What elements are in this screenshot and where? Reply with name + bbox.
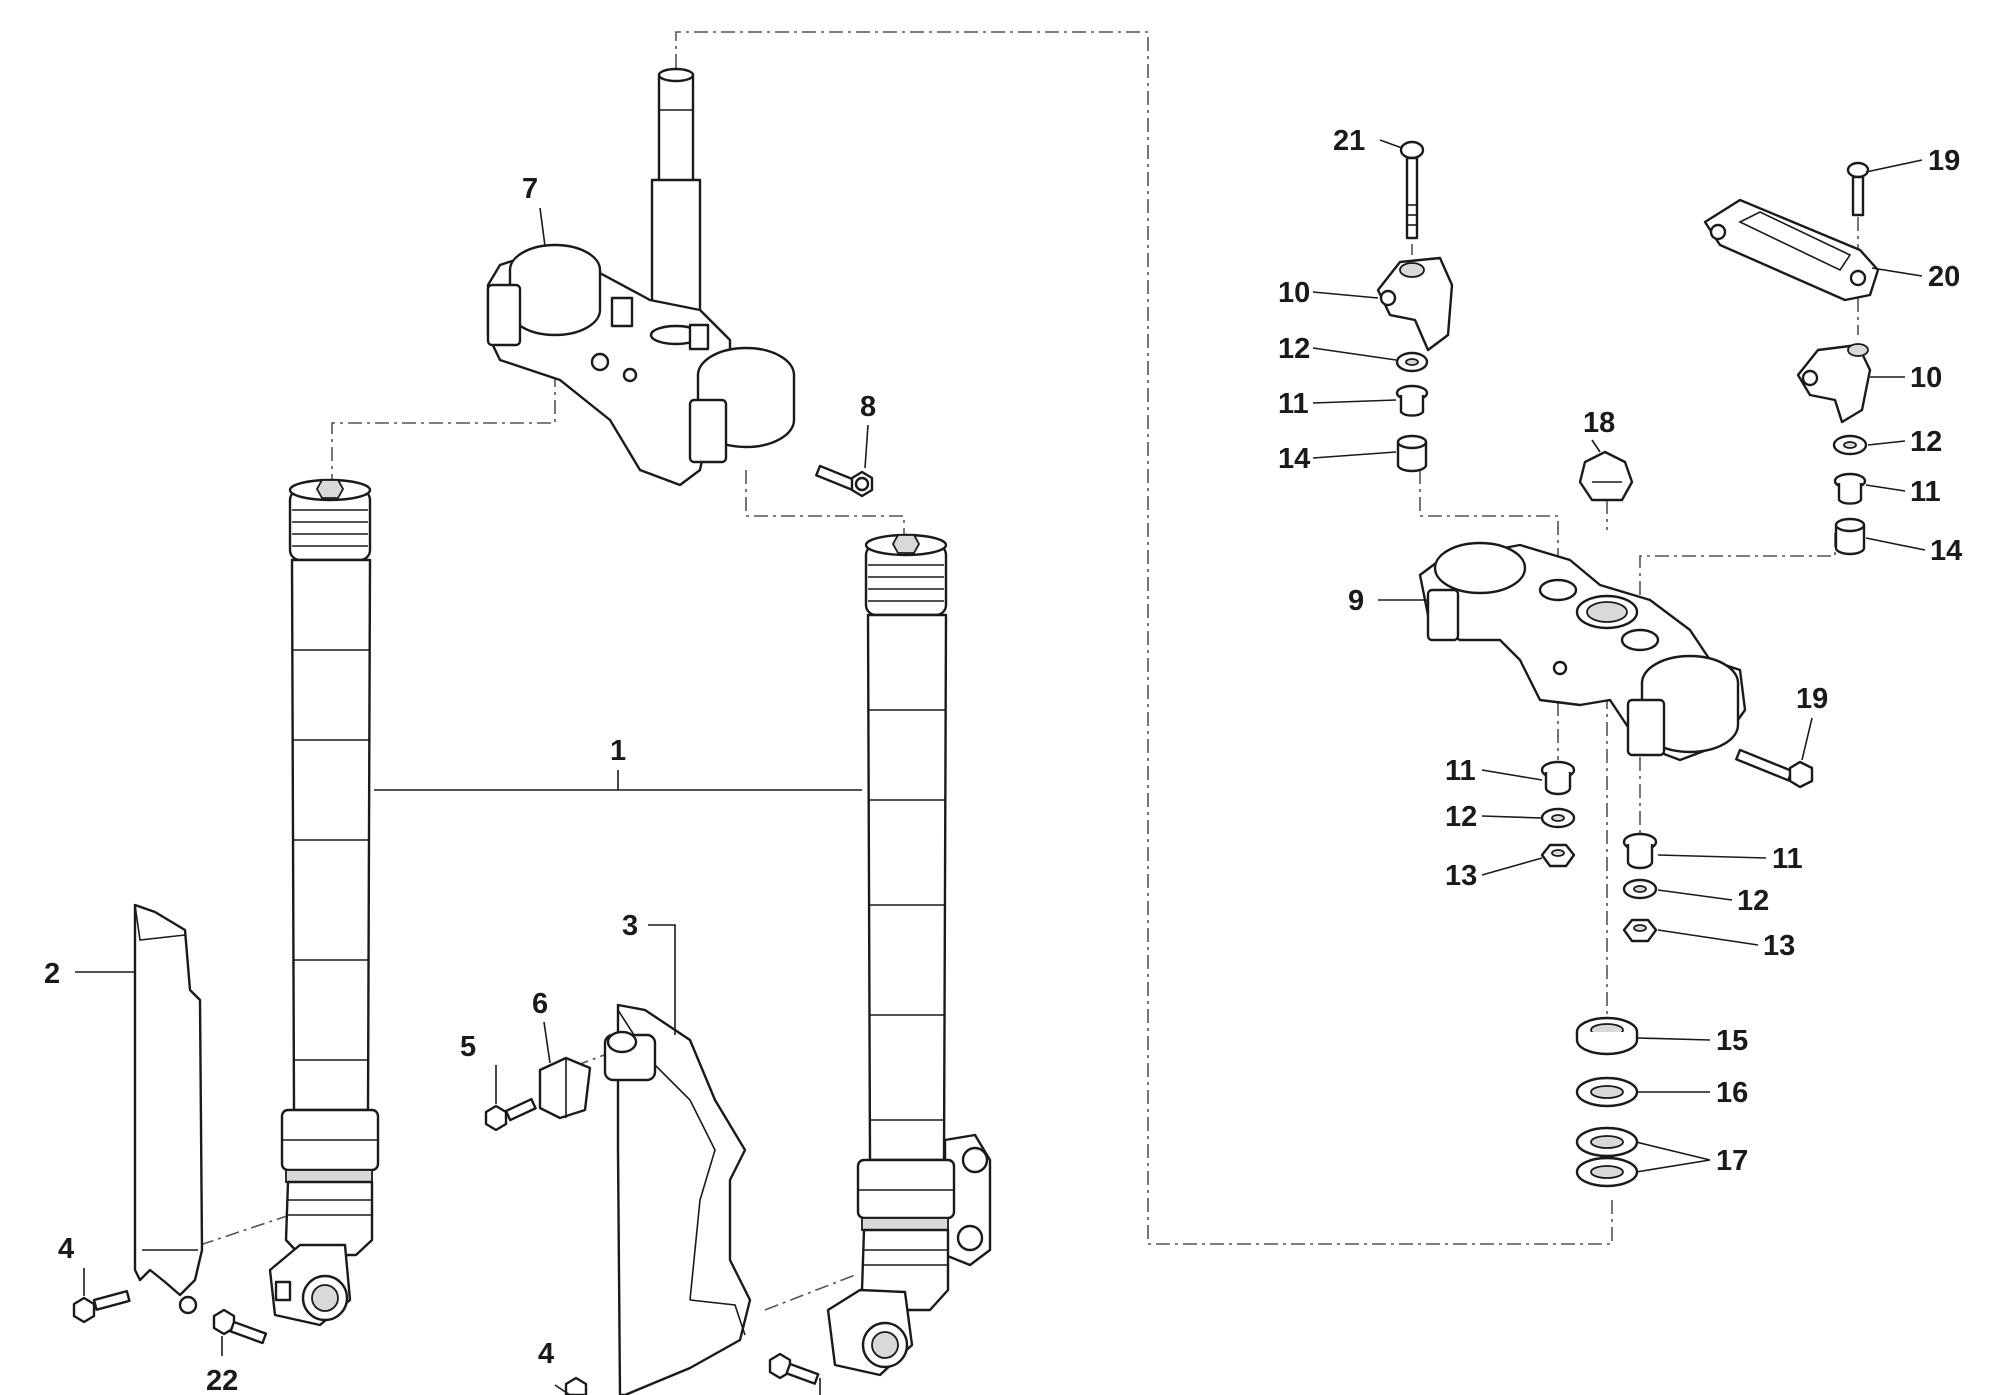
washer-12-c [1540, 807, 1576, 829]
handlebar-clamp-left [1376, 256, 1454, 352]
callout-11-d: 11 [1772, 843, 1803, 875]
callout-12-d: 12 [1737, 885, 1769, 917]
callout-4-bottom: 4 [538, 1338, 554, 1370]
callout-8: 8 [860, 391, 876, 423]
callout-16: 16 [1716, 1077, 1748, 1109]
callout-4-left: 4 [58, 1233, 74, 1265]
callout-22: 22 [206, 1365, 238, 1395]
nut-13-b [1622, 918, 1658, 943]
callout-11-b: 11 [1910, 476, 1941, 508]
bolt-19-top [1846, 161, 1870, 217]
bushing-11-b [1833, 472, 1867, 505]
callout-13-a: 13 [1445, 860, 1477, 892]
upper-triple-clamp [1418, 541, 1747, 762]
left-fork-leg [268, 478, 380, 1327]
bolt-4-left [72, 1290, 131, 1324]
callout-12-c: 12 [1445, 801, 1477, 833]
callout-3: 3 [622, 910, 638, 942]
bearing-17 [1575, 1126, 1639, 1188]
callout-10-left: 10 [1278, 277, 1310, 309]
ring-nut-15 [1575, 1016, 1639, 1056]
callout-13-b: 13 [1763, 930, 1795, 962]
right-fork-guard [603, 1003, 752, 1395]
callout-10-right: 10 [1910, 362, 1942, 394]
callout-19-side: 19 [1796, 683, 1828, 715]
bolt-21 [1399, 140, 1425, 240]
spacer-14-b [1834, 517, 1866, 556]
cap-nut-18 [1578, 450, 1634, 502]
callout-2: 2 [44, 958, 60, 990]
callout-19-top: 19 [1928, 145, 1960, 177]
nut-13-a [1540, 843, 1576, 868]
leader-lines [75, 139, 1926, 1395]
handlebar-clamp-right [1796, 343, 1872, 424]
callout-12-b: 12 [1910, 426, 1942, 458]
left-fork-guard [133, 903, 204, 1315]
bolt-22 [212, 1308, 268, 1345]
spacer-14-a [1396, 434, 1428, 473]
callout-7: 7 [522, 173, 538, 205]
callout-14-a: 14 [1278, 443, 1310, 475]
callout-17: 17 [1716, 1145, 1748, 1177]
callout-15: 15 [1716, 1025, 1748, 1057]
guard-pad [538, 1056, 592, 1120]
bolt-19-side [1735, 748, 1814, 789]
washer-12-d [1622, 878, 1658, 900]
washer-16 [1575, 1076, 1639, 1108]
callout-14-b: 14 [1930, 535, 1962, 567]
callout-11-a: 11 [1278, 388, 1309, 420]
bolt-5 [484, 1097, 537, 1132]
bushing-11-a [1395, 384, 1429, 417]
bushing-11-c [1540, 760, 1576, 796]
callout-12-a: 12 [1278, 333, 1310, 365]
callout-labels: 1 2 3 4 4 5 6 7 8 9 10 10 11 11 11 11 12… [44, 125, 1962, 1395]
bolt-8 [815, 464, 874, 498]
callout-18: 18 [1583, 407, 1615, 439]
callout-1: 1 [610, 735, 626, 767]
handlebar-top-clamp [1703, 198, 1880, 302]
washer-12-a [1395, 351, 1429, 373]
callout-9: 9 [1348, 585, 1364, 617]
lower-triple-clamp-with-stem [486, 67, 796, 487]
callout-5: 5 [460, 1031, 476, 1063]
washer-12-b [1832, 434, 1868, 456]
callout-21: 21 [1333, 125, 1365, 157]
bolt-4-bottom [564, 1376, 588, 1395]
bolt-22-right [768, 1352, 820, 1385]
right-fork-leg [826, 533, 992, 1377]
callout-6: 6 [532, 988, 548, 1020]
callout-20: 20 [1928, 261, 1960, 293]
bushing-11-d [1622, 832, 1658, 870]
callout-11-c: 11 [1445, 755, 1476, 787]
